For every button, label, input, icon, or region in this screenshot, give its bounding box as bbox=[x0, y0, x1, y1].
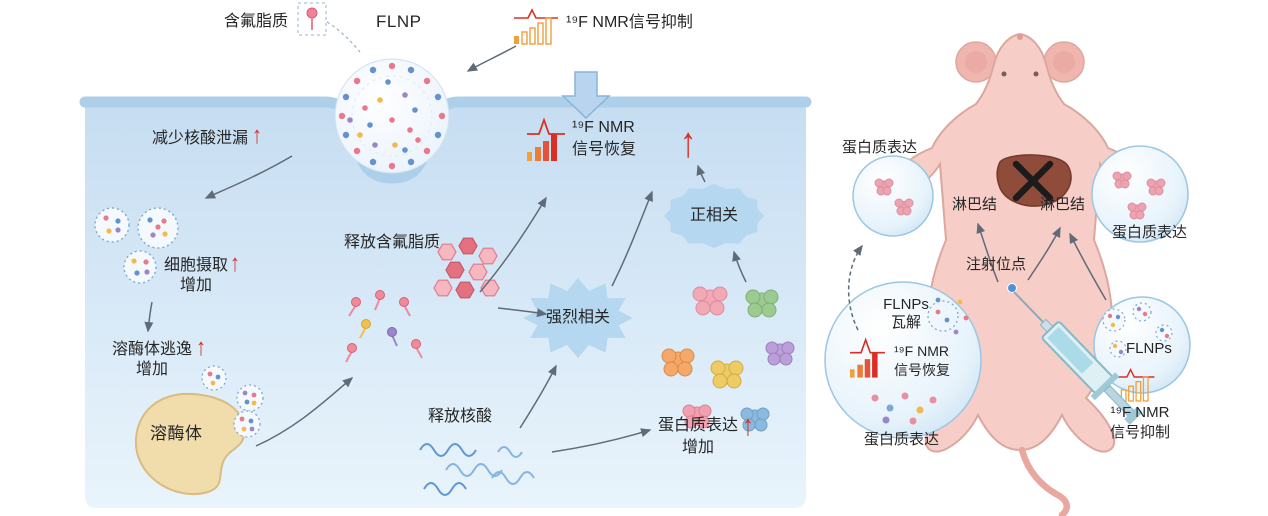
escape-label-line2: 增加 bbox=[136, 361, 169, 378]
nmr-recovery-label-line1: ¹⁹F NMR bbox=[572, 119, 635, 136]
bubble-nmr-recovery-label-line2: 信号恢复 bbox=[894, 362, 950, 378]
injection-site-label: 注射位点 bbox=[966, 256, 1027, 273]
nmr-suppressed-label: ¹⁹F NMR信号抑制 bbox=[566, 14, 693, 31]
lipid-pins bbox=[345, 290, 423, 363]
protein-bottom-label: 蛋白质表达 bbox=[864, 431, 940, 448]
up-arrow-icon: ↑ bbox=[230, 250, 240, 278]
injection-dot bbox=[1007, 283, 1017, 293]
flnp-particle bbox=[334, 58, 450, 174]
up-arrow-icon: ↑ bbox=[252, 122, 262, 150]
mouse-tail bbox=[1018, 446, 1071, 516]
lipid-pin-icon bbox=[306, 7, 318, 30]
bubble-nmr-recovery-label-line1: ¹⁹F NMR bbox=[894, 343, 949, 359]
positive-correlation-cloud bbox=[664, 184, 764, 248]
bubble-nmr-suppressed-label-line1: ¹⁹F NMR bbox=[1110, 404, 1170, 421]
bubble-protein-top-right bbox=[1091, 145, 1189, 243]
strong-correlation-burst bbox=[523, 278, 633, 358]
down-arrow-icon bbox=[561, 71, 611, 120]
released-protein-dots bbox=[871, 392, 937, 425]
nucleic-acid-strands bbox=[419, 443, 535, 496]
reduce-leakage-label: 减少核酸泄漏 bbox=[152, 130, 249, 147]
strong-correlation-label: 强烈相关 bbox=[546, 309, 611, 326]
up-arrow-icon: ↑ bbox=[680, 117, 697, 166]
lipid-pin-legend bbox=[297, 2, 361, 53]
nmr-spectrum-recovered-icon bbox=[527, 117, 565, 161]
bubble-protein-top-left bbox=[852, 155, 934, 237]
escape-label-line1: 溶酶体逃逸 bbox=[112, 341, 193, 358]
protein-expression-label-line1: 蛋白质表达 bbox=[658, 417, 739, 434]
liver-x-mark-icon bbox=[1012, 160, 1054, 202]
lipid-legend-label: 含氟脂质 bbox=[224, 13, 289, 30]
flnps-disintegrate-label-line2: 瓦解 bbox=[890, 314, 921, 331]
bubble-flnps-intact bbox=[1093, 296, 1191, 394]
flnp-title-label: FLNP bbox=[376, 12, 422, 31]
protein-top-right-label: 蛋白质表达 bbox=[1112, 224, 1188, 241]
bubble-flnp-disintegration bbox=[824, 281, 982, 439]
flow-arrows-left bbox=[144, 45, 747, 453]
release-nucleic-acid-label: 释放核酸 bbox=[428, 408, 493, 425]
flnps-intact-label: FLNPs bbox=[1126, 340, 1172, 357]
flow-arrows-right bbox=[848, 222, 1107, 331]
escaping-particles bbox=[201, 365, 264, 412]
flnp-shell-dots bbox=[338, 62, 446, 170]
uptake-label-line1: 细胞摄取 bbox=[164, 257, 229, 274]
up-arrow-icon: ↑ bbox=[742, 409, 754, 442]
lysosome-label: 溶酶体 bbox=[150, 424, 203, 443]
up-arrow-icon: ↑ bbox=[196, 334, 206, 362]
protein-blobs bbox=[661, 286, 795, 432]
nmr-spectrum-suppressed-icon bbox=[514, 8, 558, 45]
lysosome-shape bbox=[134, 392, 261, 496]
release-lipids-label: 释放含氟脂质 bbox=[344, 234, 441, 251]
flnp-inner-dots bbox=[347, 79, 421, 153]
endosome-particles bbox=[94, 207, 179, 284]
protein-expression-label-line2: 增加 bbox=[682, 439, 715, 456]
nmr-recovery-label-line2: 信号恢复 bbox=[572, 141, 637, 158]
nmr-spectrum-recovered-small-icon bbox=[850, 337, 885, 378]
syringe-icon bbox=[1013, 291, 1143, 425]
fluorine-hexagons bbox=[433, 237, 500, 299]
protein-top-left-label: 蛋白质表达 bbox=[842, 139, 918, 156]
endosome-dots bbox=[103, 215, 168, 276]
bubble-nmr-suppressed-label-line2: 信号抑制 bbox=[1109, 424, 1170, 441]
lymph-node-right-label: 淋巴结 bbox=[1040, 196, 1086, 213]
positive-correlation-label: 正相关 bbox=[690, 207, 739, 224]
lymph-node-left-label: 淋巴结 bbox=[952, 196, 998, 213]
uptake-label-line2: 增加 bbox=[180, 277, 213, 294]
flnps-disintegrate-label-line1: FLNPs bbox=[883, 296, 929, 313]
